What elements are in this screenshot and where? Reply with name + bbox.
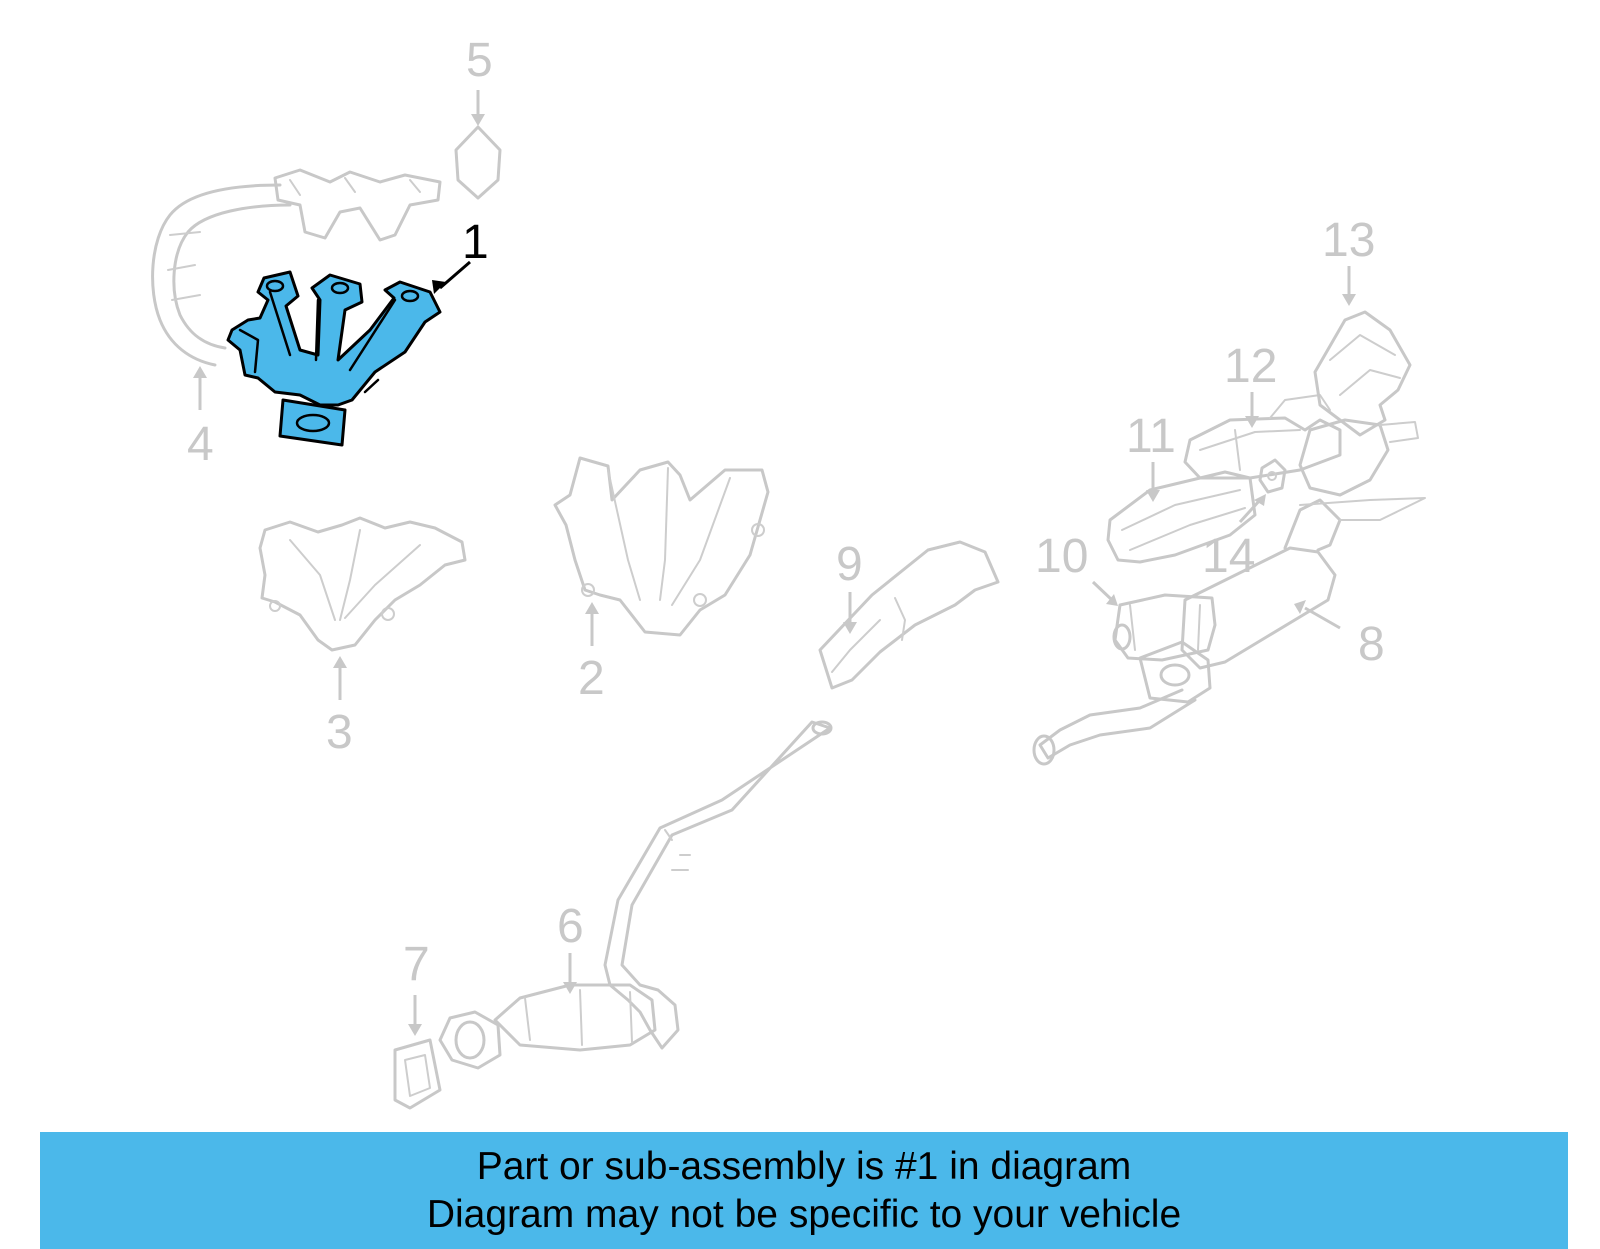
banner-line-2: Diagram may not be specific to your vehi… <box>426 1192 1182 1236</box>
part-8-muffler[interactable] <box>1032 497 1426 766</box>
callout-13: 13 <box>1322 214 1375 267</box>
callout-1: 1 <box>462 216 489 269</box>
callout-7: 7 <box>403 938 430 991</box>
part-10-bracket[interactable] <box>1112 593 1217 662</box>
part-5-gasket[interactable] <box>454 125 502 200</box>
callout-11: 11 <box>1126 410 1176 463</box>
part-2-heat-shield[interactable] <box>553 456 770 637</box>
callout-2: 2 <box>578 652 605 705</box>
part-1-exhaust-manifold[interactable] <box>226 270 442 447</box>
callout-14: 14 <box>1202 530 1255 583</box>
banner-line-1: Part or sub-assembly is #1 in diagram <box>476 1144 1132 1188</box>
info-banner: Part or sub-assembly is #1 in diagram Di… <box>40 1132 1568 1249</box>
callout-5: 5 <box>466 34 493 87</box>
callout-12: 12 <box>1224 340 1277 393</box>
part-14-clamp[interactable] <box>1258 458 1287 494</box>
callout-3: 3 <box>326 706 353 759</box>
callout-9: 9 <box>836 538 863 591</box>
part-9-heat-shield[interactable] <box>818 540 1000 690</box>
part-3-heat-shield[interactable] <box>258 516 467 652</box>
part-12-heat-shield[interactable] <box>1183 394 1342 480</box>
callout-4: 4 <box>187 418 214 471</box>
callout-10: 10 <box>1035 530 1088 583</box>
part-6-front-pipe[interactable] <box>438 720 833 1070</box>
callout-8: 8 <box>1358 618 1385 671</box>
callout-6: 6 <box>557 900 584 953</box>
part-7-gasket[interactable] <box>393 1038 442 1110</box>
part-13-heat-shield[interactable] <box>1298 310 1419 497</box>
part-4-manifold[interactable] <box>151 168 442 367</box>
